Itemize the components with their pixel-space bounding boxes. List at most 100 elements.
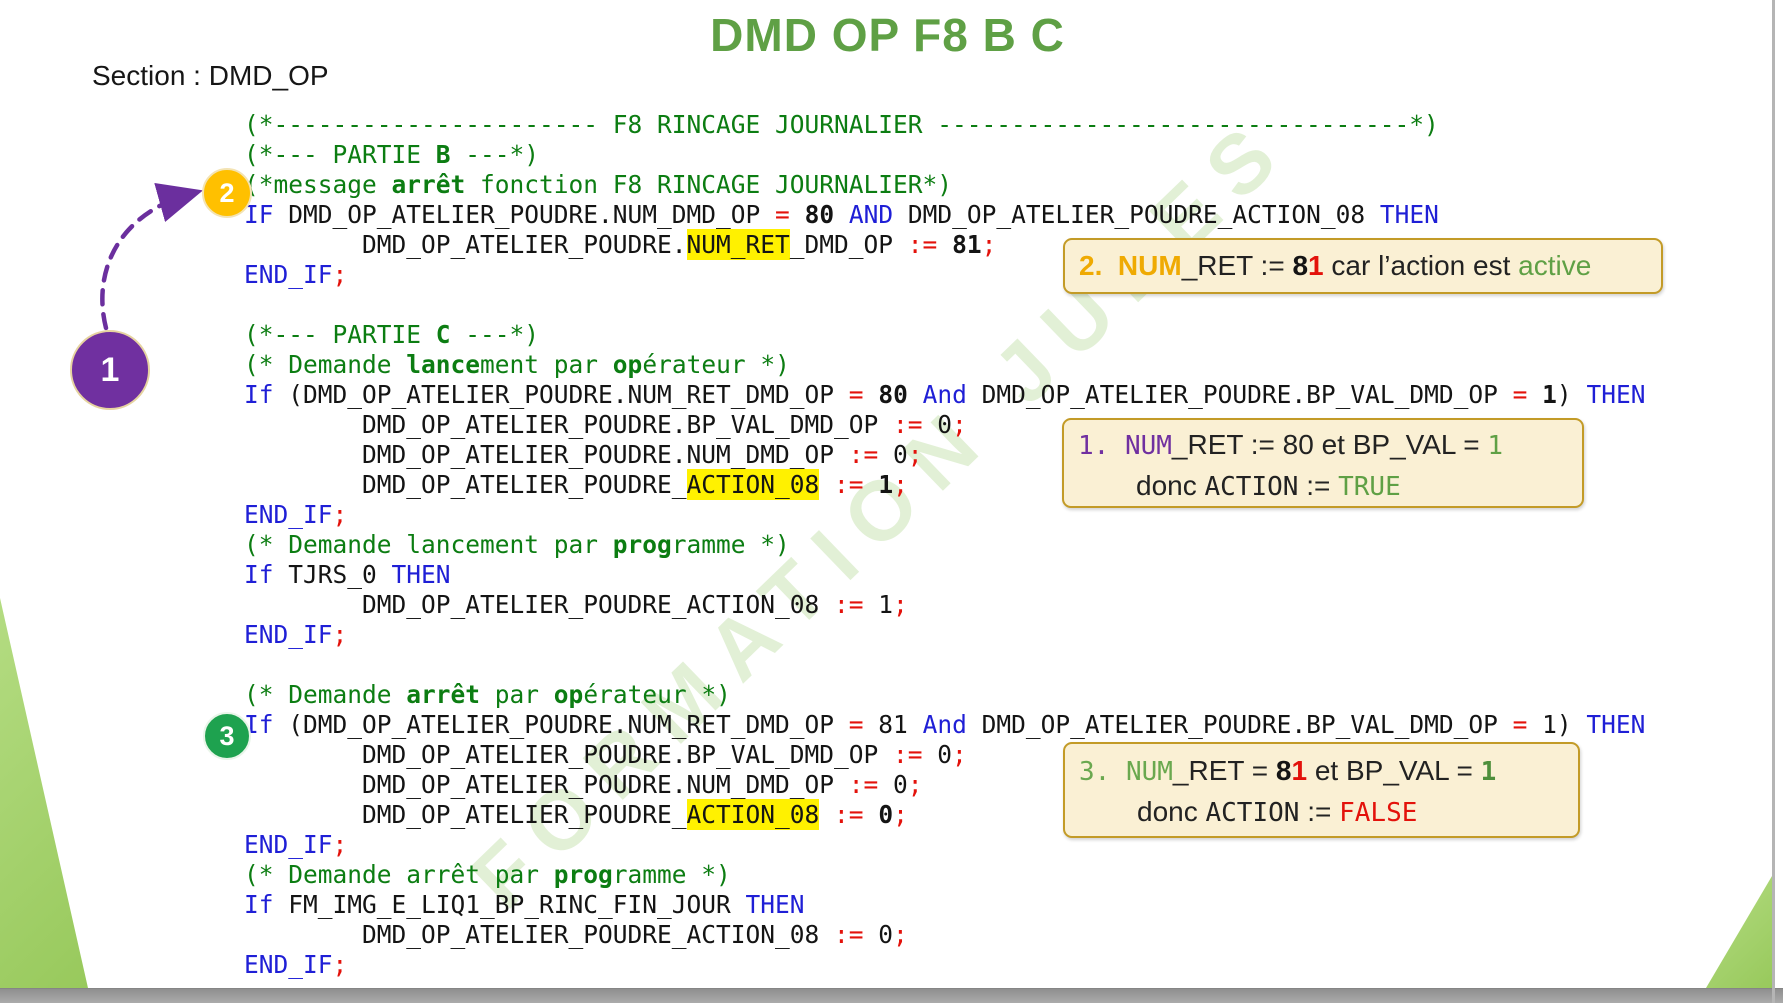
callout-step-1: 1. NUM_RET := 80 et BP_VAL = 1 donc ACTI… (1062, 418, 1584, 508)
text-segment: 81 (863, 710, 923, 739)
text-segment: 8 (1275, 755, 1292, 786)
text-segment: 1. NUM (1078, 431, 1172, 461)
text-segment: ) (1556, 380, 1587, 409)
text-segment: DMD_OP_ATELIER_POUDRE.NUM_DMD_OP (273, 200, 776, 229)
text-segment: C (435, 320, 451, 349)
text-segment: END_IF (244, 950, 333, 979)
text-segment: (*---------------------- F8 RINCAGE JOUR… (244, 110, 1439, 139)
code-line (244, 290, 1645, 320)
text-segment: DMD_OP_ATELIER_POUDRE.BP_VAL_DMD_OP (966, 710, 1513, 739)
text-segment: 0 (863, 920, 894, 949)
code-line: (*--- PARTIE C ---*) (244, 320, 1645, 350)
text-segment: (*message (244, 170, 392, 199)
text-segment (1102, 250, 1118, 281)
text-segment (819, 470, 834, 499)
text-segment: 1) (1527, 710, 1587, 739)
text-segment: ramme *) (612, 860, 731, 889)
code-line: DMD_OP_ATELIER_POUDRE.NUM_DMD_OP := 0; (244, 440, 1645, 470)
text-segment: DMD_OP_ATELIER_POUDRE_ACTION_08 (244, 920, 835, 949)
text-segment: ; (981, 230, 997, 259)
text-segment: (* Demande (244, 680, 407, 709)
text-segment: DMD_OP_ATELIER_POUDRE.BP_VAL_DMD_OP (966, 380, 1513, 409)
code-line: (* Demande lancement par opérateur *) (244, 350, 1645, 380)
text-segment: ; (952, 410, 967, 439)
text-segment (819, 800, 834, 829)
text-segment: := (1298, 470, 1339, 501)
text-segment: = (1512, 710, 1528, 739)
text-segment: := (834, 590, 864, 619)
text-segment: donc (1137, 796, 1206, 827)
text-segment: _DMD_OP (789, 230, 908, 259)
code-line: DMD_OP_ATELIER_POUDRE.BP_VAL_DMD_OP := 0… (244, 740, 1645, 770)
text-segment: ---*) (450, 140, 540, 169)
text-segment: ; (893, 800, 908, 829)
text-segment: 81 (952, 230, 982, 259)
text-segment: (DMD_OP_ATELIER_POUDRE.NUM_RET_DMD_OP (273, 380, 849, 409)
text-segment (864, 470, 879, 499)
text-segment: ACTION_08 (686, 799, 820, 830)
text-segment: = (1512, 380, 1528, 409)
text-segment: := (834, 470, 864, 499)
code-line: DMD_OP_ATELIER_POUDRE.NUM_RET_DMD_OP := … (244, 229, 1645, 260)
step-marker-2: 2 (202, 168, 252, 218)
code-block: (*---------------------- F8 RINCAGE JOUR… (244, 110, 1645, 980)
text-segment: DMD_OP_ATELIER_POUDRE.NUM_DMD_OP (244, 440, 849, 469)
text-segment: DMD_OP_ATELIER_POUDRE.BP_VAL_DMD_OP (244, 740, 894, 769)
text-segment: 1 (1308, 250, 1324, 281)
code-line: (* Demande arrêt par programme *) (244, 860, 1645, 890)
text-segment: par (480, 680, 554, 709)
text-segment: THEN (391, 560, 451, 589)
text-segment: 1 (1291, 755, 1308, 786)
text-segment: 2. (1079, 250, 1103, 281)
code-line: END_IF; (244, 620, 1645, 650)
text-segment: ; (332, 620, 348, 649)
text-segment: prog (553, 860, 613, 889)
text-segment: (* Demande (244, 350, 407, 379)
code-line: DMD_OP_ATELIER_POUDRE_ACTION_08 := 1; (244, 590, 1645, 620)
text-segment: 1 (1480, 757, 1497, 787)
text-segment: (* Demande arrêt par (244, 860, 554, 889)
code-line: (*---------------------- F8 RINCAGE JOUR… (244, 110, 1645, 140)
text-segment: (*--- PARTIE (244, 140, 436, 169)
text-segment: arrêt (406, 680, 481, 709)
text-segment: = (848, 710, 864, 739)
text-segment: 1 (863, 590, 894, 619)
text-segment: et BP_VAL = (1307, 755, 1481, 786)
text-segment: ; (893, 590, 908, 619)
page-title: DMD OP F8 B C (710, 9, 1065, 61)
code-line: If FM_IMG_E_LIQ1_BP_RINC_FIN_JOUR THEN (244, 890, 1645, 920)
text-segment: = (775, 200, 790, 229)
text-segment: 0 (878, 770, 908, 799)
text-segment: ; (332, 260, 348, 289)
text-segment (1527, 380, 1542, 409)
text-segment: 80 (804, 200, 835, 229)
text-segment: DMD_OP_ATELIER_POUDRE_ACTION_08 (893, 200, 1380, 229)
callout-text: donc ACTION := TRUE (1078, 466, 1568, 507)
text-segment: prog (612, 530, 672, 559)
text-segment: THEN (1379, 200, 1439, 229)
bottom-bar (0, 988, 1783, 1003)
text-segment: 0 (878, 440, 908, 469)
text-segment: B (435, 140, 451, 169)
text-segment: And (922, 380, 967, 409)
text-segment: TRUE (1338, 472, 1401, 502)
text-segment: op (553, 680, 584, 709)
text-segment: ; (332, 500, 348, 529)
text-segment: END_IF (244, 620, 333, 649)
text-segment: 1 (1542, 380, 1557, 409)
text-segment: 1 (878, 470, 894, 499)
text-segment: = (848, 380, 864, 409)
text-segment: If (244, 890, 274, 919)
text-segment: _RET := (1181, 250, 1293, 281)
code-line: If (DMD_OP_ATELIER_POUDRE.NUM_RET_DMD_OP… (244, 710, 1645, 740)
text-segment (834, 200, 849, 229)
callout-step-2: 2. NUM_RET := 81 car l’action est active (1063, 238, 1663, 294)
text-segment: END_IF (244, 260, 333, 289)
text-segment: ACTION_08 (686, 469, 820, 500)
text-segment: ramme *) (671, 530, 790, 559)
text-segment: FALSE (1339, 798, 1418, 828)
callout-text: donc ACTION := FALSE (1079, 792, 1564, 833)
text-segment: And (922, 710, 967, 739)
code-line: If TJRS_0 THEN (244, 560, 1645, 590)
